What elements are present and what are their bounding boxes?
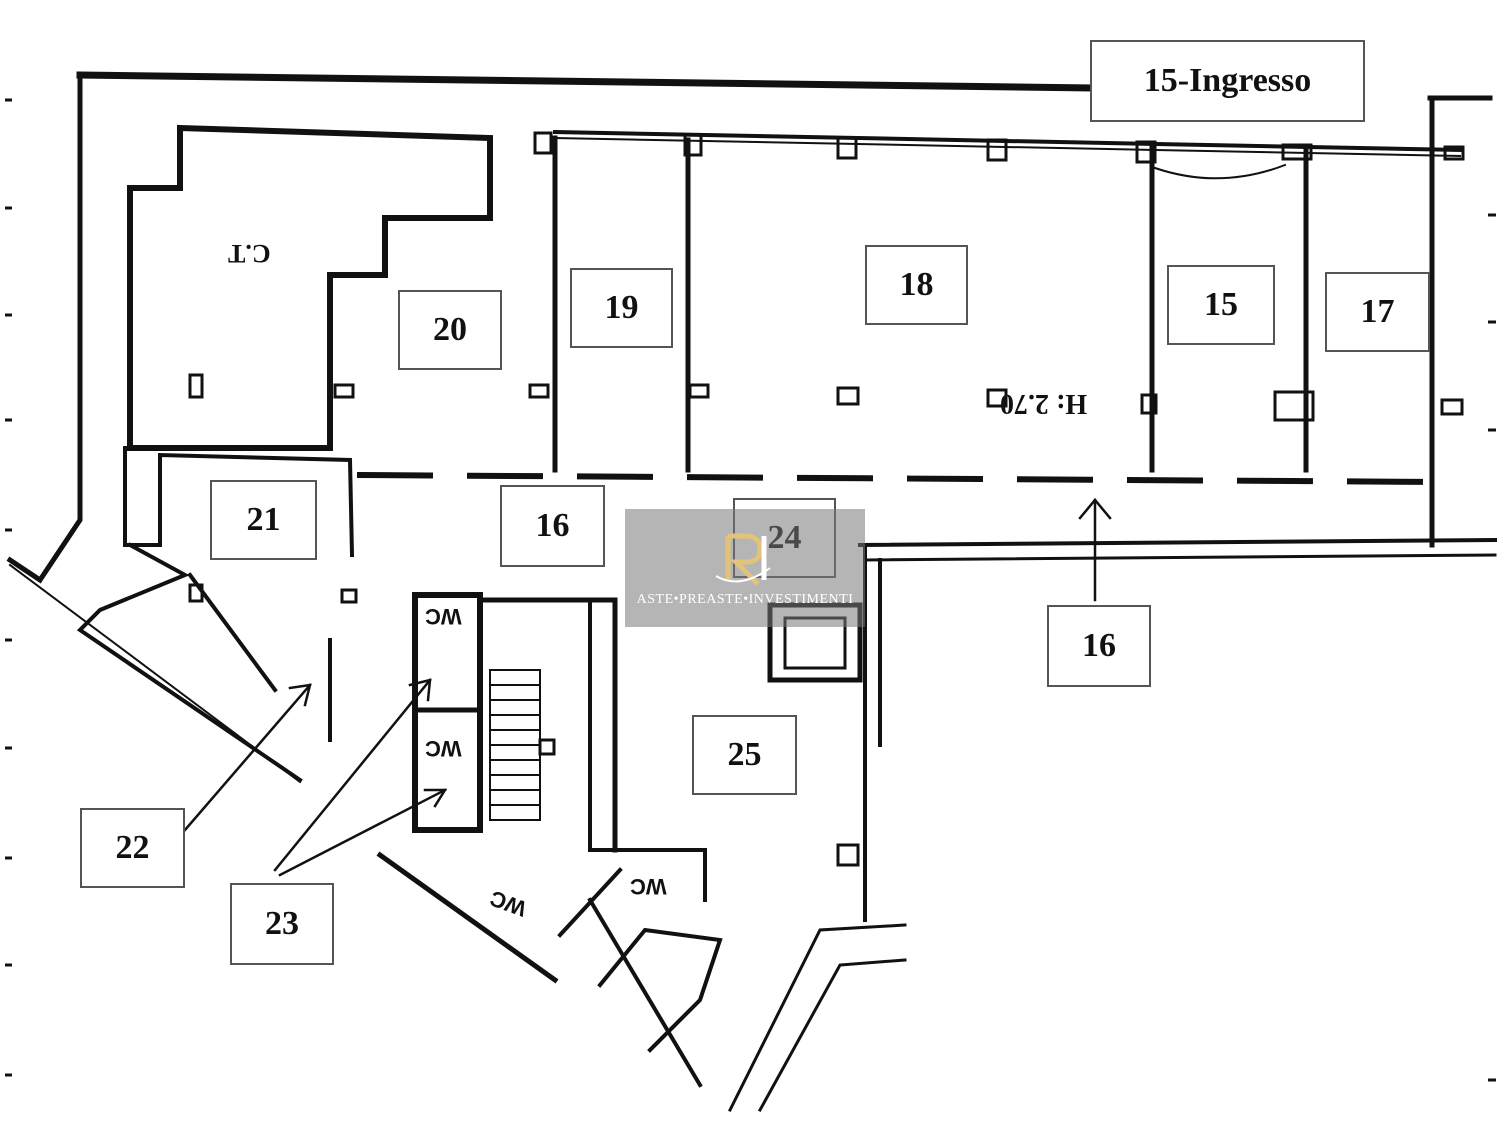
dashed-boundary xyxy=(356,471,1444,486)
outer-wall xyxy=(76,71,1094,92)
wc-block xyxy=(412,592,483,833)
wc-label: WC xyxy=(425,736,462,761)
room-label-21: 21 xyxy=(210,480,317,560)
staircase xyxy=(489,669,541,821)
room-label-19: 19 xyxy=(570,268,673,348)
wc-label: WC xyxy=(630,874,667,899)
ct-annotation: C.T xyxy=(228,239,271,268)
room-label-25: 25 xyxy=(692,715,797,795)
wc-label: WC xyxy=(425,604,462,629)
columns xyxy=(188,131,1465,867)
height-annotation: H: 2.70 xyxy=(1000,388,1088,419)
ri-monogram-icon xyxy=(715,533,771,586)
room-label-20: 20 xyxy=(398,290,502,370)
ct-room-walls xyxy=(127,124,493,451)
room-label-16b: 16 xyxy=(1047,605,1151,687)
room-label-15-ingresso: 15-Ingresso xyxy=(1090,40,1365,122)
room-label-22: 22 xyxy=(80,808,185,888)
room-label-18: 18 xyxy=(865,245,968,325)
room-label-16a: 16 xyxy=(500,485,605,567)
room-label-15: 15 xyxy=(1167,265,1275,345)
watermark-text: ASTE•PREASTE•INVESTIMENTI xyxy=(636,592,854,607)
leader-arrows xyxy=(183,498,1112,877)
room-label-23: 23 xyxy=(230,883,334,965)
room-label-17: 17 xyxy=(1325,272,1430,352)
watermark: ASTE•PREASTE•INVESTIMENTI xyxy=(625,509,865,627)
